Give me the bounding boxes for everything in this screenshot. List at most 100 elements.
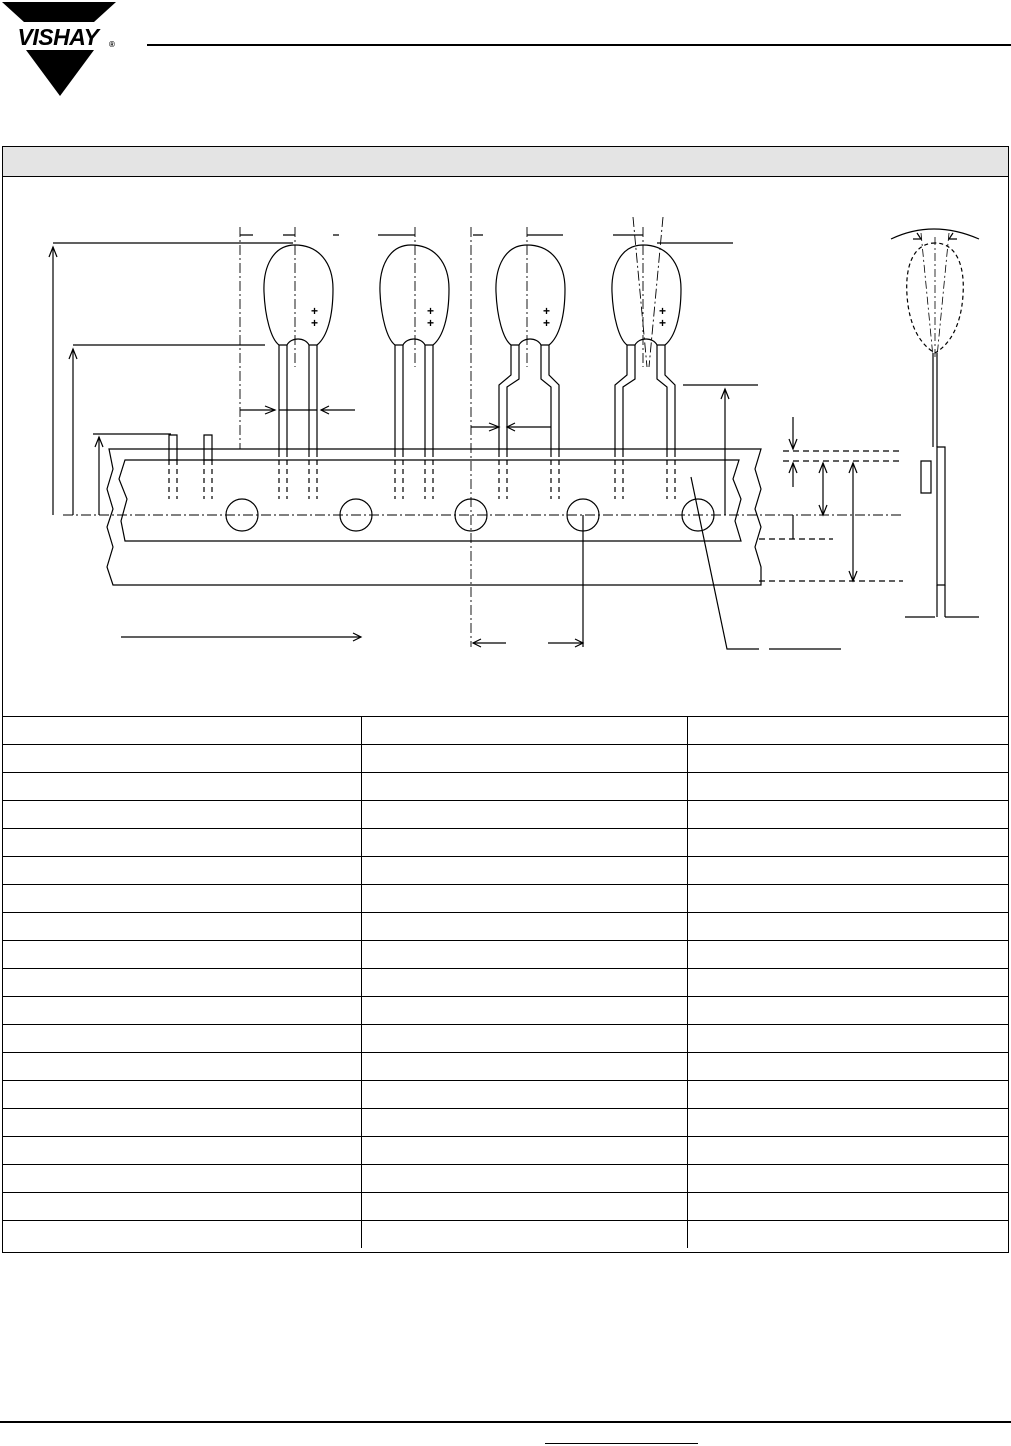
table-cell (686, 1052, 1008, 1081)
polarity-plus: + (543, 304, 551, 318)
lead-hidden-line (394, 460, 434, 499)
tape-and-reel-drawing: + + + + + + + + (3, 177, 1008, 717)
dimension-arrows-horizontal (121, 234, 979, 648)
table-cell (3, 1108, 361, 1137)
table-row (3, 1136, 1008, 1165)
table-cell (3, 912, 361, 941)
capacitor-lead (614, 345, 676, 457)
table-cell (686, 996, 1008, 1025)
extension-line (53, 242, 758, 435)
table-cell (3, 1164, 361, 1193)
polarity-plus: + (543, 316, 551, 330)
capacitor-lead (394, 345, 434, 457)
table-row (3, 1192, 1008, 1221)
table-cell (3, 968, 361, 997)
table-cell (686, 828, 1008, 857)
capacitor-lead (278, 345, 318, 457)
polarity-plus: + (659, 316, 667, 330)
capacitor-lead (498, 345, 560, 457)
table-row (3, 940, 1008, 969)
extension-line (783, 450, 903, 462)
table-cell (360, 1052, 687, 1081)
table-row (3, 1220, 1008, 1248)
table-cell (686, 1192, 1008, 1221)
registered-mark: ® (109, 40, 115, 49)
side-view-angle-arrows (913, 232, 957, 240)
capacitor-body (611, 244, 682, 346)
table-cell (686, 716, 1008, 745)
table-cell (686, 968, 1008, 997)
footer-rule (0, 1421, 1011, 1423)
table-cell (360, 1024, 687, 1053)
table-cell (3, 884, 361, 913)
frame-header-band (3, 147, 1008, 177)
table-cell (3, 828, 361, 857)
table-cell (686, 772, 1008, 801)
table-row (3, 1108, 1008, 1137)
polarity-mark: + + (543, 305, 550, 329)
table-cell (3, 1192, 361, 1221)
polarity-plus: + (311, 304, 319, 318)
table-cell (3, 856, 361, 885)
table-cell (686, 800, 1008, 829)
vishay-logo: VISHAY ® (0, 0, 120, 98)
polarity-plus: + (427, 304, 435, 318)
polarity-plus: + (311, 316, 319, 330)
table-cell (360, 1136, 687, 1165)
table-cell (360, 1108, 687, 1137)
tape-specification-frame: + + + + + + + + (2, 146, 1009, 1253)
side-view-lead (932, 353, 938, 447)
table-row (3, 772, 1008, 801)
table-cell (3, 1024, 361, 1053)
table-cell (3, 1080, 361, 1109)
table-body (3, 716, 1008, 1248)
table-cell (360, 856, 687, 885)
leader-line (690, 476, 841, 650)
table-cell (3, 772, 361, 801)
table-row (3, 1052, 1008, 1081)
table-cell (686, 1108, 1008, 1137)
polarity-mark: + + (427, 305, 434, 329)
table-cell (360, 1164, 687, 1193)
table-row (3, 1080, 1008, 1109)
table-cell (360, 828, 687, 857)
side-view-angle-arcs (890, 228, 980, 240)
lead-hidden-line (278, 460, 318, 499)
table-cell (686, 1080, 1008, 1109)
header-rule (147, 44, 1011, 46)
table-cell (3, 800, 361, 829)
vishay-logo-triangles (2, 2, 116, 96)
table-cell (360, 1192, 687, 1221)
table-cell (360, 968, 687, 997)
side-view-tape (920, 446, 946, 586)
polarity-plus: + (427, 316, 435, 330)
table-row (3, 856, 1008, 885)
table-row (3, 744, 1008, 773)
polarity-plus: + (659, 304, 667, 318)
table-row (3, 1164, 1008, 1193)
taping-dimension-drawing (48, 216, 980, 650)
polarity-mark: + + (311, 305, 318, 329)
adhesive-tape-outline (118, 459, 742, 542)
table-cell (360, 1080, 687, 1109)
table-cell (686, 940, 1008, 969)
dimension-arrows (48, 245, 858, 583)
lead-hidden-line (498, 460, 560, 499)
side-view-angle-lines (920, 232, 950, 358)
table-row (3, 912, 1008, 941)
table-cell (686, 1136, 1008, 1165)
table-cell (360, 996, 687, 1025)
center-line (632, 216, 664, 368)
footer-link-underline[interactable] (545, 1443, 698, 1444)
polarity-mark: + + (659, 305, 666, 329)
table-cell (360, 800, 687, 829)
table-row (3, 1024, 1008, 1053)
table-cell (360, 744, 687, 773)
table-cell (686, 1164, 1008, 1193)
vishay-logo-text: VISHAY (17, 24, 99, 50)
table-cell (3, 716, 361, 745)
table-cell (360, 940, 687, 969)
capacitor-body (379, 244, 450, 346)
table-row (3, 800, 1008, 829)
table-cell (3, 940, 361, 969)
